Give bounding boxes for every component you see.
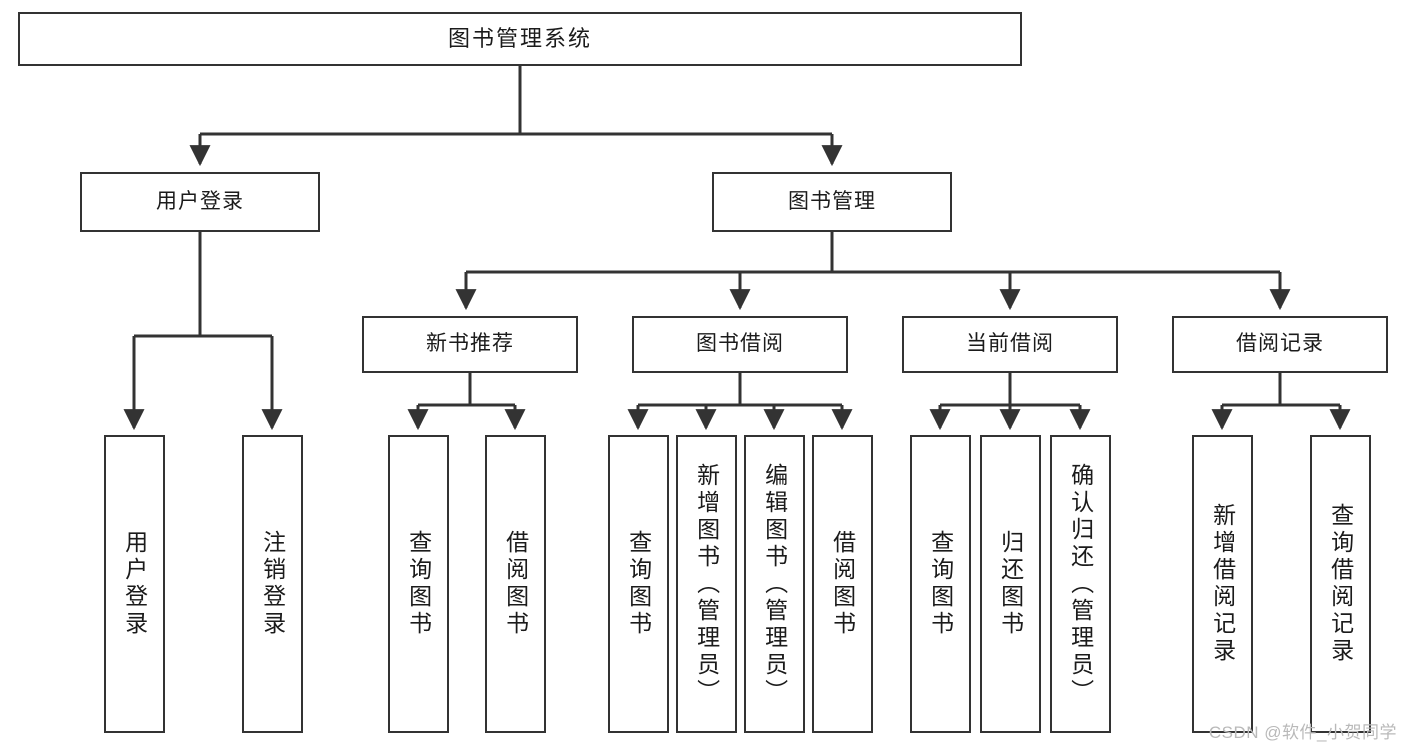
leaf-records-query-record[interactable]: 查询借阅记录	[1310, 435, 1371, 733]
node-label: 图书管理	[788, 189, 876, 213]
node-label: 查询图书	[625, 530, 652, 638]
leaf-borrow-edit-book-admin[interactable]: 编辑图书（管理员）	[744, 435, 805, 733]
leaf-current-query-book[interactable]: 查询图书	[910, 435, 971, 733]
node-book-borrow[interactable]: 图书借阅	[632, 316, 848, 373]
node-label: 查询借阅记录	[1327, 503, 1354, 665]
node-label: 确认归还（管理员）	[1067, 462, 1094, 706]
leaf-borrow-query-book[interactable]: 查询图书	[608, 435, 669, 733]
node-label: 借阅记录	[1236, 332, 1324, 356]
node-label: 查询图书	[405, 530, 432, 638]
node-label: 用户登录	[156, 189, 244, 213]
leaf-borrow-borrow-book[interactable]: 借阅图书	[812, 435, 873, 733]
leaf-records-add-record[interactable]: 新增借阅记录	[1192, 435, 1253, 733]
node-label: 借阅图书	[829, 530, 856, 638]
node-label: 用户登录	[121, 530, 148, 638]
node-user-login[interactable]: 用户登录	[80, 172, 320, 232]
leaf-recommend-query-book[interactable]: 查询图书	[388, 435, 449, 733]
node-label: 归还图书	[997, 530, 1024, 638]
csdn-watermark: CSDN @软件_小贺同学	[1208, 723, 1397, 742]
leaf-current-confirm-return-admin[interactable]: 确认归还（管理员）	[1050, 435, 1111, 733]
node-label: 图书管理系统	[447, 26, 592, 52]
node-label: 当前借阅	[966, 332, 1054, 356]
node-new-book-recommend[interactable]: 新书推荐	[362, 316, 578, 373]
leaf-borrow-add-book-admin[interactable]: 新增图书（管理员）	[676, 435, 737, 733]
leaf-recommend-borrow-book[interactable]: 借阅图书	[485, 435, 546, 733]
node-label: 查询图书	[927, 530, 954, 638]
node-label: 图书借阅	[696, 332, 784, 356]
node-root-system[interactable]: 图书管理系统	[18, 12, 1022, 66]
node-book-management[interactable]: 图书管理	[712, 172, 952, 232]
node-current-borrow[interactable]: 当前借阅	[902, 316, 1118, 373]
node-label: 编辑图书（管理员）	[761, 462, 788, 706]
node-borrow-records[interactable]: 借阅记录	[1172, 316, 1388, 373]
node-label: 借阅图书	[502, 530, 529, 638]
leaf-current-return-book[interactable]: 归还图书	[980, 435, 1041, 733]
leaf-user-login-login[interactable]: 用户登录	[104, 435, 165, 733]
node-label: 注销登录	[259, 530, 286, 638]
leaf-user-login-logout[interactable]: 注销登录	[242, 435, 303, 733]
node-label: 新增图书（管理员）	[693, 462, 720, 706]
node-label: 新书推荐	[426, 332, 514, 356]
node-label: 新增借阅记录	[1209, 503, 1236, 665]
